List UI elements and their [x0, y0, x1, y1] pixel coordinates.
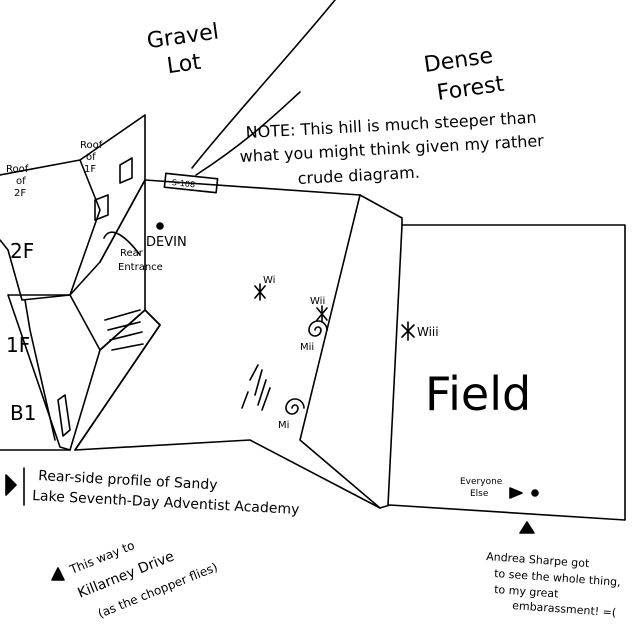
- roof-2f-label: Roof: [6, 164, 29, 175]
- roof-2f-label-3: 2F: [14, 188, 26, 199]
- w2-label: Wii: [310, 296, 325, 307]
- everyone-label: Everyone: [460, 477, 503, 487]
- m2-marker: [309, 321, 327, 336]
- profile-caption-2: Lake Seventh-Day Adventist Academy: [32, 488, 300, 518]
- building-wall-outer: [8, 295, 100, 450]
- w1-marker: [255, 284, 265, 300]
- dense-forest-label: Dense: [422, 44, 494, 78]
- m2-label: Mii: [300, 342, 314, 353]
- roof-1f-label-3: 1F: [84, 164, 96, 175]
- field-inner-line: [388, 225, 402, 505]
- floor-2f-label: 2F: [10, 239, 34, 263]
- note-line-3: crude diagram.: [297, 163, 420, 188]
- roof-1f-label: Roof: [80, 140, 103, 151]
- andrea-label-3: to my great: [494, 583, 560, 601]
- field-label: Field: [425, 367, 531, 421]
- rear-entrance-label-2: Entrance: [118, 262, 163, 273]
- killarney-arrow: [52, 568, 64, 580]
- m1-label: Mi: [278, 420, 289, 431]
- roof-2f-label-2: of: [16, 176, 26, 187]
- hill-outline: [75, 180, 625, 520]
- gravel-lot-label: Gravel: [145, 19, 220, 54]
- floor-b1-label: B1: [10, 401, 36, 425]
- building-windows: [58, 158, 132, 436]
- andrea-label-4: embarassment! =(: [512, 599, 617, 619]
- chopper-marks: [242, 365, 270, 410]
- building-lower-slope: [75, 310, 160, 450]
- gravel-lot-label-2: Lot: [165, 50, 202, 80]
- dense-forest-label-2: Forest: [435, 72, 506, 106]
- everyone-dot: [532, 490, 538, 496]
- andrea-arrow: [520, 522, 534, 533]
- rear-entrance-label: Rear: [120, 248, 144, 259]
- devin-label: DEVIN: [146, 235, 187, 250]
- w2-marker: [317, 306, 327, 322]
- everyone-arrow: [510, 488, 522, 498]
- w1-label: Wi: [263, 275, 275, 286]
- w3-marker: [402, 322, 414, 340]
- m1-marker: [286, 399, 304, 414]
- devin-dot: [157, 223, 163, 229]
- roof-1f-label-2: of: [86, 152, 96, 163]
- floor-1f-label: 1F: [6, 333, 30, 357]
- everyone-label-2: Else: [470, 489, 489, 499]
- profile-arrow: [6, 468, 24, 505]
- w3-label: Wiii: [417, 325, 439, 339]
